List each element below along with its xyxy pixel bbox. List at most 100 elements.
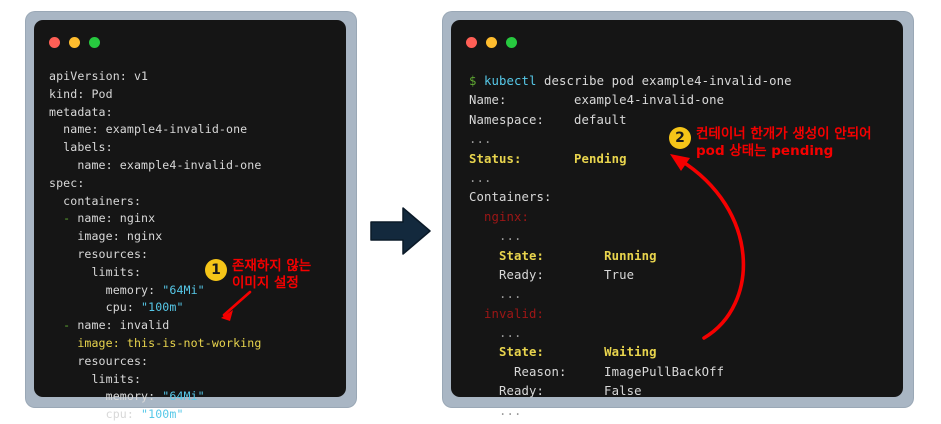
left-terminal-body: apiVersion: v1 kind: Pod metadata: name: e… bbox=[34, 20, 346, 421]
code-line: Ready: False bbox=[469, 382, 897, 401]
code-token: $ bbox=[469, 74, 485, 88]
code-token: Containers: bbox=[469, 190, 552, 205]
code-token: resources: bbox=[49, 246, 149, 261]
code-line: cpu: "100m" bbox=[49, 299, 340, 317]
code-token: ... bbox=[469, 403, 522, 418]
maximize-dot[interactable] bbox=[506, 37, 517, 48]
code-token: "64Mi" bbox=[162, 282, 205, 297]
code-token: invalid: bbox=[469, 306, 545, 321]
code-token: image: this-is-not-working bbox=[49, 335, 262, 350]
code-line: image: this-is-not-working bbox=[49, 335, 340, 353]
code-line: spec: bbox=[49, 175, 340, 193]
annotation-badge-1: 1 bbox=[205, 259, 227, 281]
code-token: spec: bbox=[49, 175, 85, 190]
code-line: State: Running bbox=[469, 247, 897, 266]
code-token: containers: bbox=[49, 193, 142, 208]
code-line: ... bbox=[469, 402, 897, 421]
code-line: memory: "64Mi" bbox=[49, 282, 340, 300]
code-line: memory: "64Mi" bbox=[49, 388, 340, 406]
code-token: ... bbox=[469, 229, 522, 244]
code-line: - name: nginx bbox=[49, 210, 340, 228]
close-dot[interactable] bbox=[49, 37, 60, 48]
code-token: ... bbox=[469, 132, 492, 147]
code-token: name: example4-invalid-one bbox=[49, 157, 262, 172]
code-line: Ready: True bbox=[469, 266, 897, 285]
maximize-dot[interactable] bbox=[89, 37, 100, 48]
code-line: containers: bbox=[49, 193, 340, 211]
left-window-controls bbox=[49, 37, 100, 48]
code-token: kind: Pod bbox=[49, 86, 113, 101]
code-token: metadata: bbox=[49, 104, 113, 119]
code-line: - name: invalid bbox=[49, 317, 340, 335]
annotation-note-2: 컨테이너 한개가 생성이 안되어 pod 상태는 pending bbox=[696, 126, 872, 159]
code-line: State: Waiting bbox=[469, 343, 897, 362]
code-line: resources: bbox=[49, 353, 340, 371]
code-token: describe pod example4-invalid-one bbox=[536, 74, 792, 88]
code-line: Namespace: default bbox=[469, 111, 897, 130]
minimize-dot[interactable] bbox=[69, 37, 80, 48]
code-token: Name: example4-invalid-one bbox=[469, 93, 725, 108]
code-token: State: bbox=[469, 248, 605, 263]
code-token: limits: bbox=[49, 371, 142, 386]
code-token: name: example4-invalid-one bbox=[49, 122, 248, 137]
code-token: labels: bbox=[49, 140, 113, 155]
code-line: kind: Pod bbox=[49, 86, 340, 104]
code-token: cpu: bbox=[49, 407, 142, 422]
code-token: Reason: ImagePullBackOff bbox=[469, 364, 725, 379]
code-line: image: nginx bbox=[49, 228, 340, 246]
code-token: ... bbox=[469, 170, 492, 185]
code-line: name: example4-invalid-one bbox=[49, 157, 340, 175]
code-token: "100m" bbox=[141, 407, 184, 422]
code-token: Ready: True bbox=[469, 267, 635, 282]
code-token: nginx: bbox=[469, 209, 530, 224]
code-token: - bbox=[49, 211, 78, 226]
kubectl-describe-output: $ kubectl describe pod example4-invalid-… bbox=[469, 72, 897, 421]
code-line: ... bbox=[469, 130, 897, 149]
code-token: Waiting bbox=[604, 345, 657, 360]
annotation-note-1: 존재하지 않는 이미지 설정 bbox=[232, 258, 312, 291]
code-token: Pending bbox=[574, 151, 627, 166]
code-token: Ready: False bbox=[469, 384, 642, 399]
code-token: Running bbox=[604, 248, 657, 263]
code-token: cpu: bbox=[49, 300, 142, 315]
code-token: limits: bbox=[49, 264, 142, 279]
code-token: memory: bbox=[49, 389, 163, 404]
code-line: Reason: ImagePullBackOff bbox=[469, 363, 897, 382]
code-line: limits: bbox=[49, 264, 340, 282]
code-line: cpu: "100m" bbox=[49, 406, 340, 424]
code-token: name: nginx bbox=[77, 211, 156, 226]
code-token: memory: bbox=[49, 282, 163, 297]
code-token: Status: bbox=[469, 151, 575, 166]
left-terminal-frame: apiVersion: v1 kind: Pod metadata: name: e… bbox=[26, 12, 356, 421]
code-token: "100m" bbox=[141, 300, 184, 315]
code-line: $ kubectl describe pod example4-invalid-… bbox=[469, 72, 897, 91]
code-token: name: invalid bbox=[77, 318, 170, 333]
code-line: ... bbox=[469, 169, 897, 188]
flow-arrow-right-icon bbox=[370, 205, 432, 257]
code-token: - bbox=[49, 318, 78, 333]
code-token: apiVersion: v1 bbox=[49, 69, 149, 83]
code-line: ... bbox=[469, 285, 897, 304]
close-dot[interactable] bbox=[466, 37, 477, 48]
code-token: "64Mi" bbox=[162, 389, 205, 404]
code-line: limits: bbox=[49, 371, 340, 389]
right-terminal-body: $ kubectl describe pod example4-invalid-… bbox=[451, 20, 903, 418]
minimize-dot[interactable] bbox=[486, 37, 497, 48]
code-token: resources: bbox=[49, 353, 149, 368]
code-line: name: example4-invalid-one bbox=[49, 121, 340, 139]
code-token: State: bbox=[469, 345, 605, 360]
code-token: ... bbox=[469, 287, 522, 302]
code-line: metadata: bbox=[49, 104, 340, 122]
code-line: Status: Pending bbox=[469, 150, 897, 169]
code-line: nginx: bbox=[469, 208, 897, 227]
code-line: resources: bbox=[49, 246, 340, 264]
code-token: Namespace: default bbox=[469, 112, 627, 127]
code-line: ... bbox=[469, 324, 897, 343]
code-line: Name: example4-invalid-one bbox=[469, 91, 897, 110]
code-token: image: nginx bbox=[49, 229, 163, 244]
right-window-controls bbox=[466, 37, 517, 48]
code-line: labels: bbox=[49, 139, 340, 157]
code-token: kubectl bbox=[484, 74, 537, 88]
code-line: ... bbox=[469, 227, 897, 246]
annotation-badge-2: 2 bbox=[669, 127, 691, 149]
